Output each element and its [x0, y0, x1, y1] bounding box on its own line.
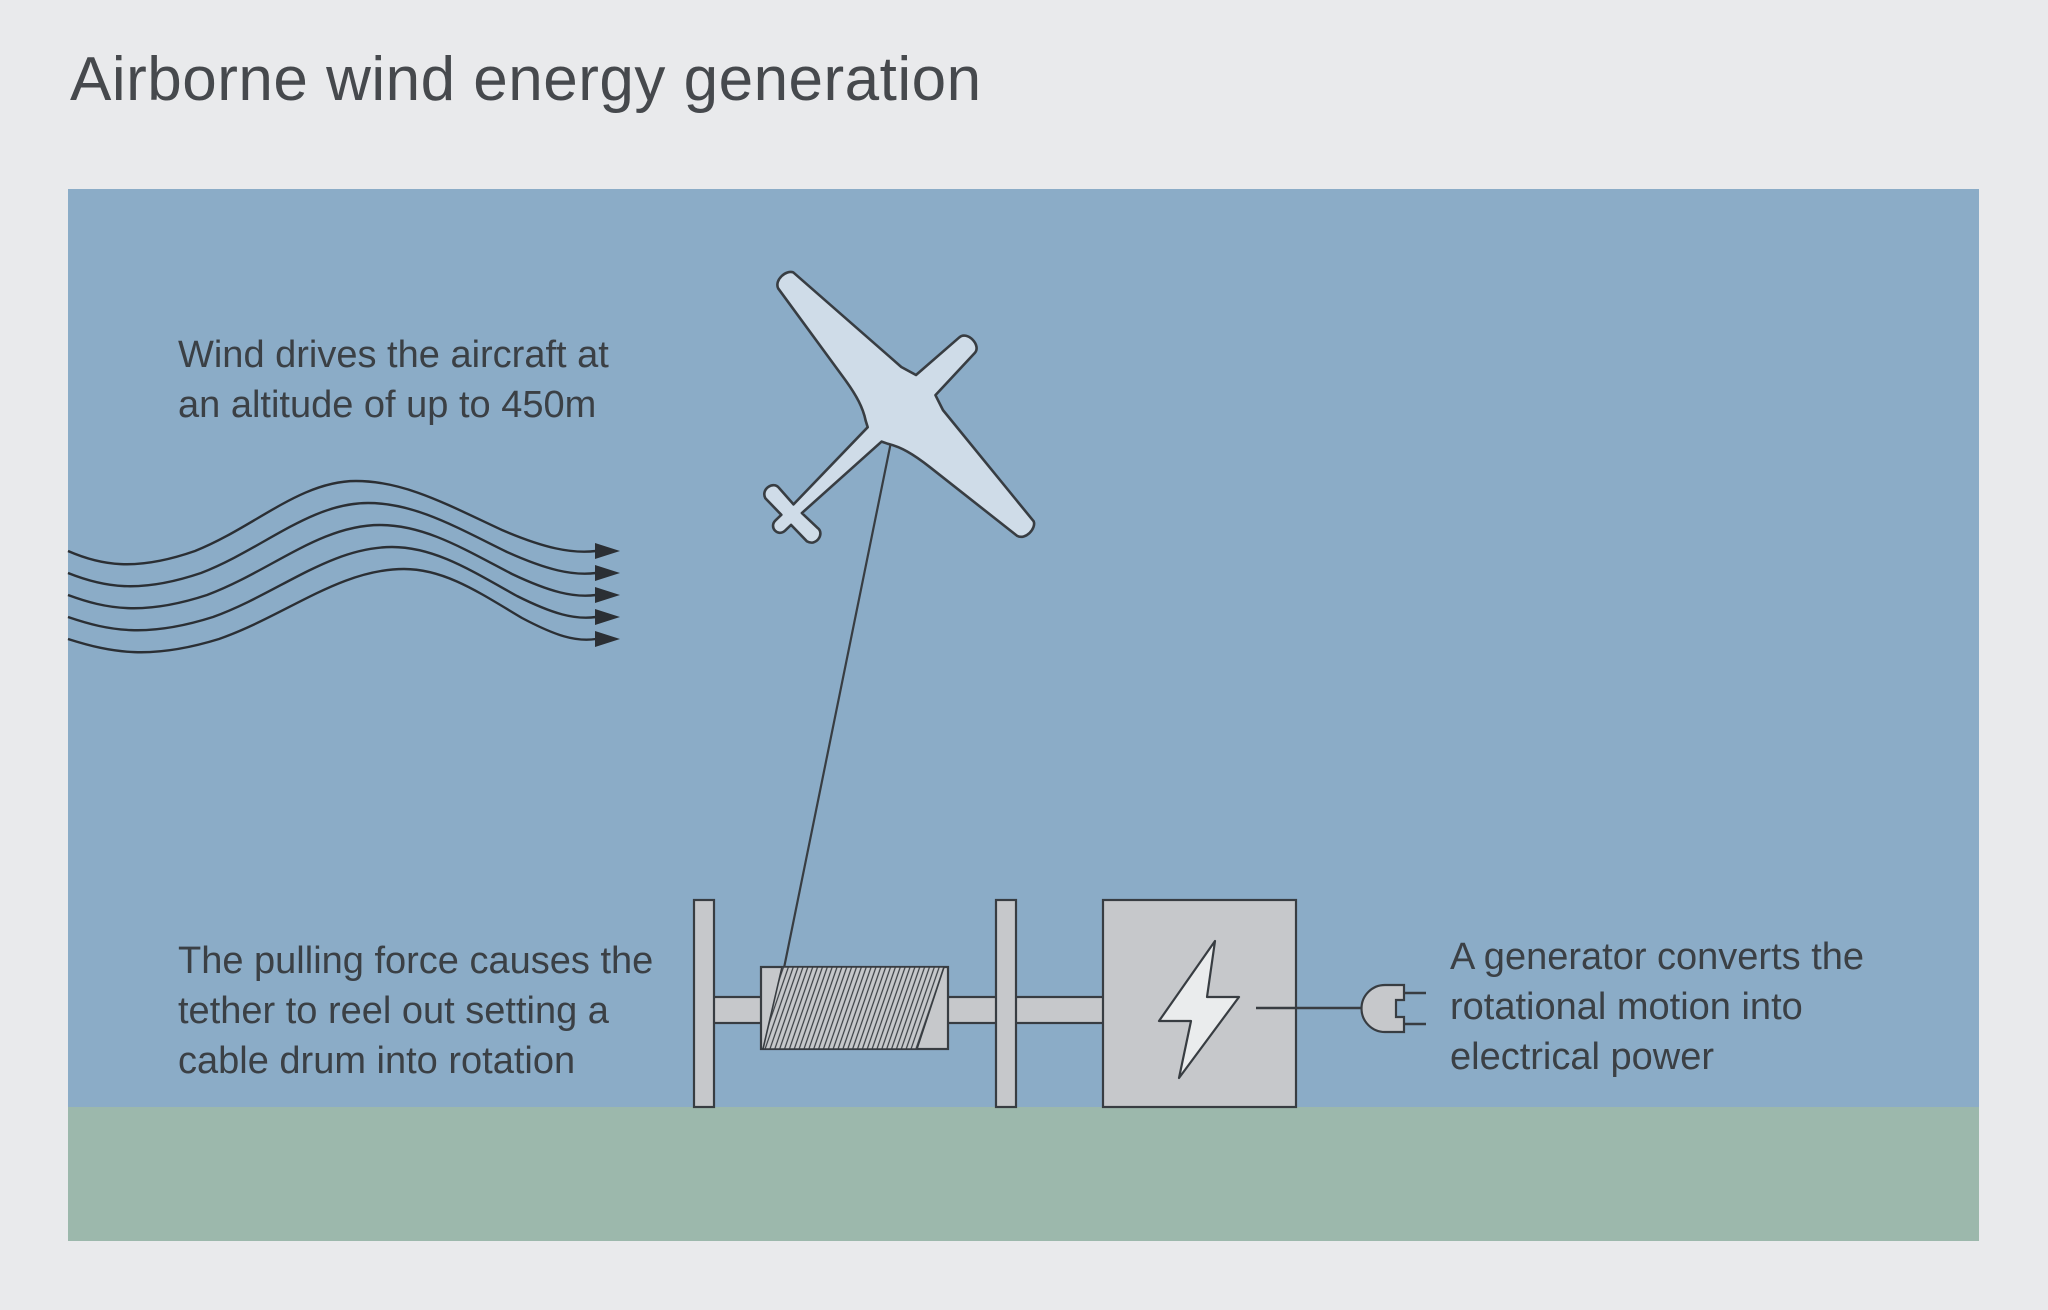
annotation-wind: Wind drives the aircraft at an altitude … — [178, 334, 609, 426]
power-plug-icon — [1360, 983, 1426, 1034]
wind-line — [67, 523, 620, 610]
page-title: Airborne wind energy generation — [70, 45, 982, 114]
aircraft-silhouette — [763, 270, 1036, 544]
wind-arrowhead — [595, 631, 620, 647]
wind-line — [67, 501, 620, 588]
wind-flow-arrows-icon — [67, 479, 620, 654]
wind-arrowhead — [595, 565, 620, 581]
wind-line — [67, 545, 620, 632]
wind-arrowhead — [595, 609, 620, 625]
sky-panel — [68, 189, 1979, 1241]
tether-line — [782, 436, 894, 969]
cable-drum-icon — [759, 965, 950, 1051]
lightning-bolt-icon — [1157, 939, 1241, 1080]
annotation-generator: A generator converts the rotational moti… — [1450, 936, 1865, 1078]
winch-left-post — [692, 898, 716, 1109]
wind-line — [67, 479, 620, 566]
wind-line — [67, 567, 620, 654]
plug-body — [1360, 983, 1406, 1034]
wind-arrowhead — [595, 587, 620, 603]
wind-arrowhead — [595, 543, 620, 559]
winch-generator-assembly — [692, 898, 1426, 1109]
winch-right-post — [994, 898, 1018, 1109]
cable-drum-winding — [761, 966, 946, 1050]
annotation-cable-drum: The pulling force causes the tether to r… — [178, 940, 654, 1082]
ground-strip — [68, 1107, 1979, 1241]
glider-aircraft-icon — [763, 270, 1036, 544]
